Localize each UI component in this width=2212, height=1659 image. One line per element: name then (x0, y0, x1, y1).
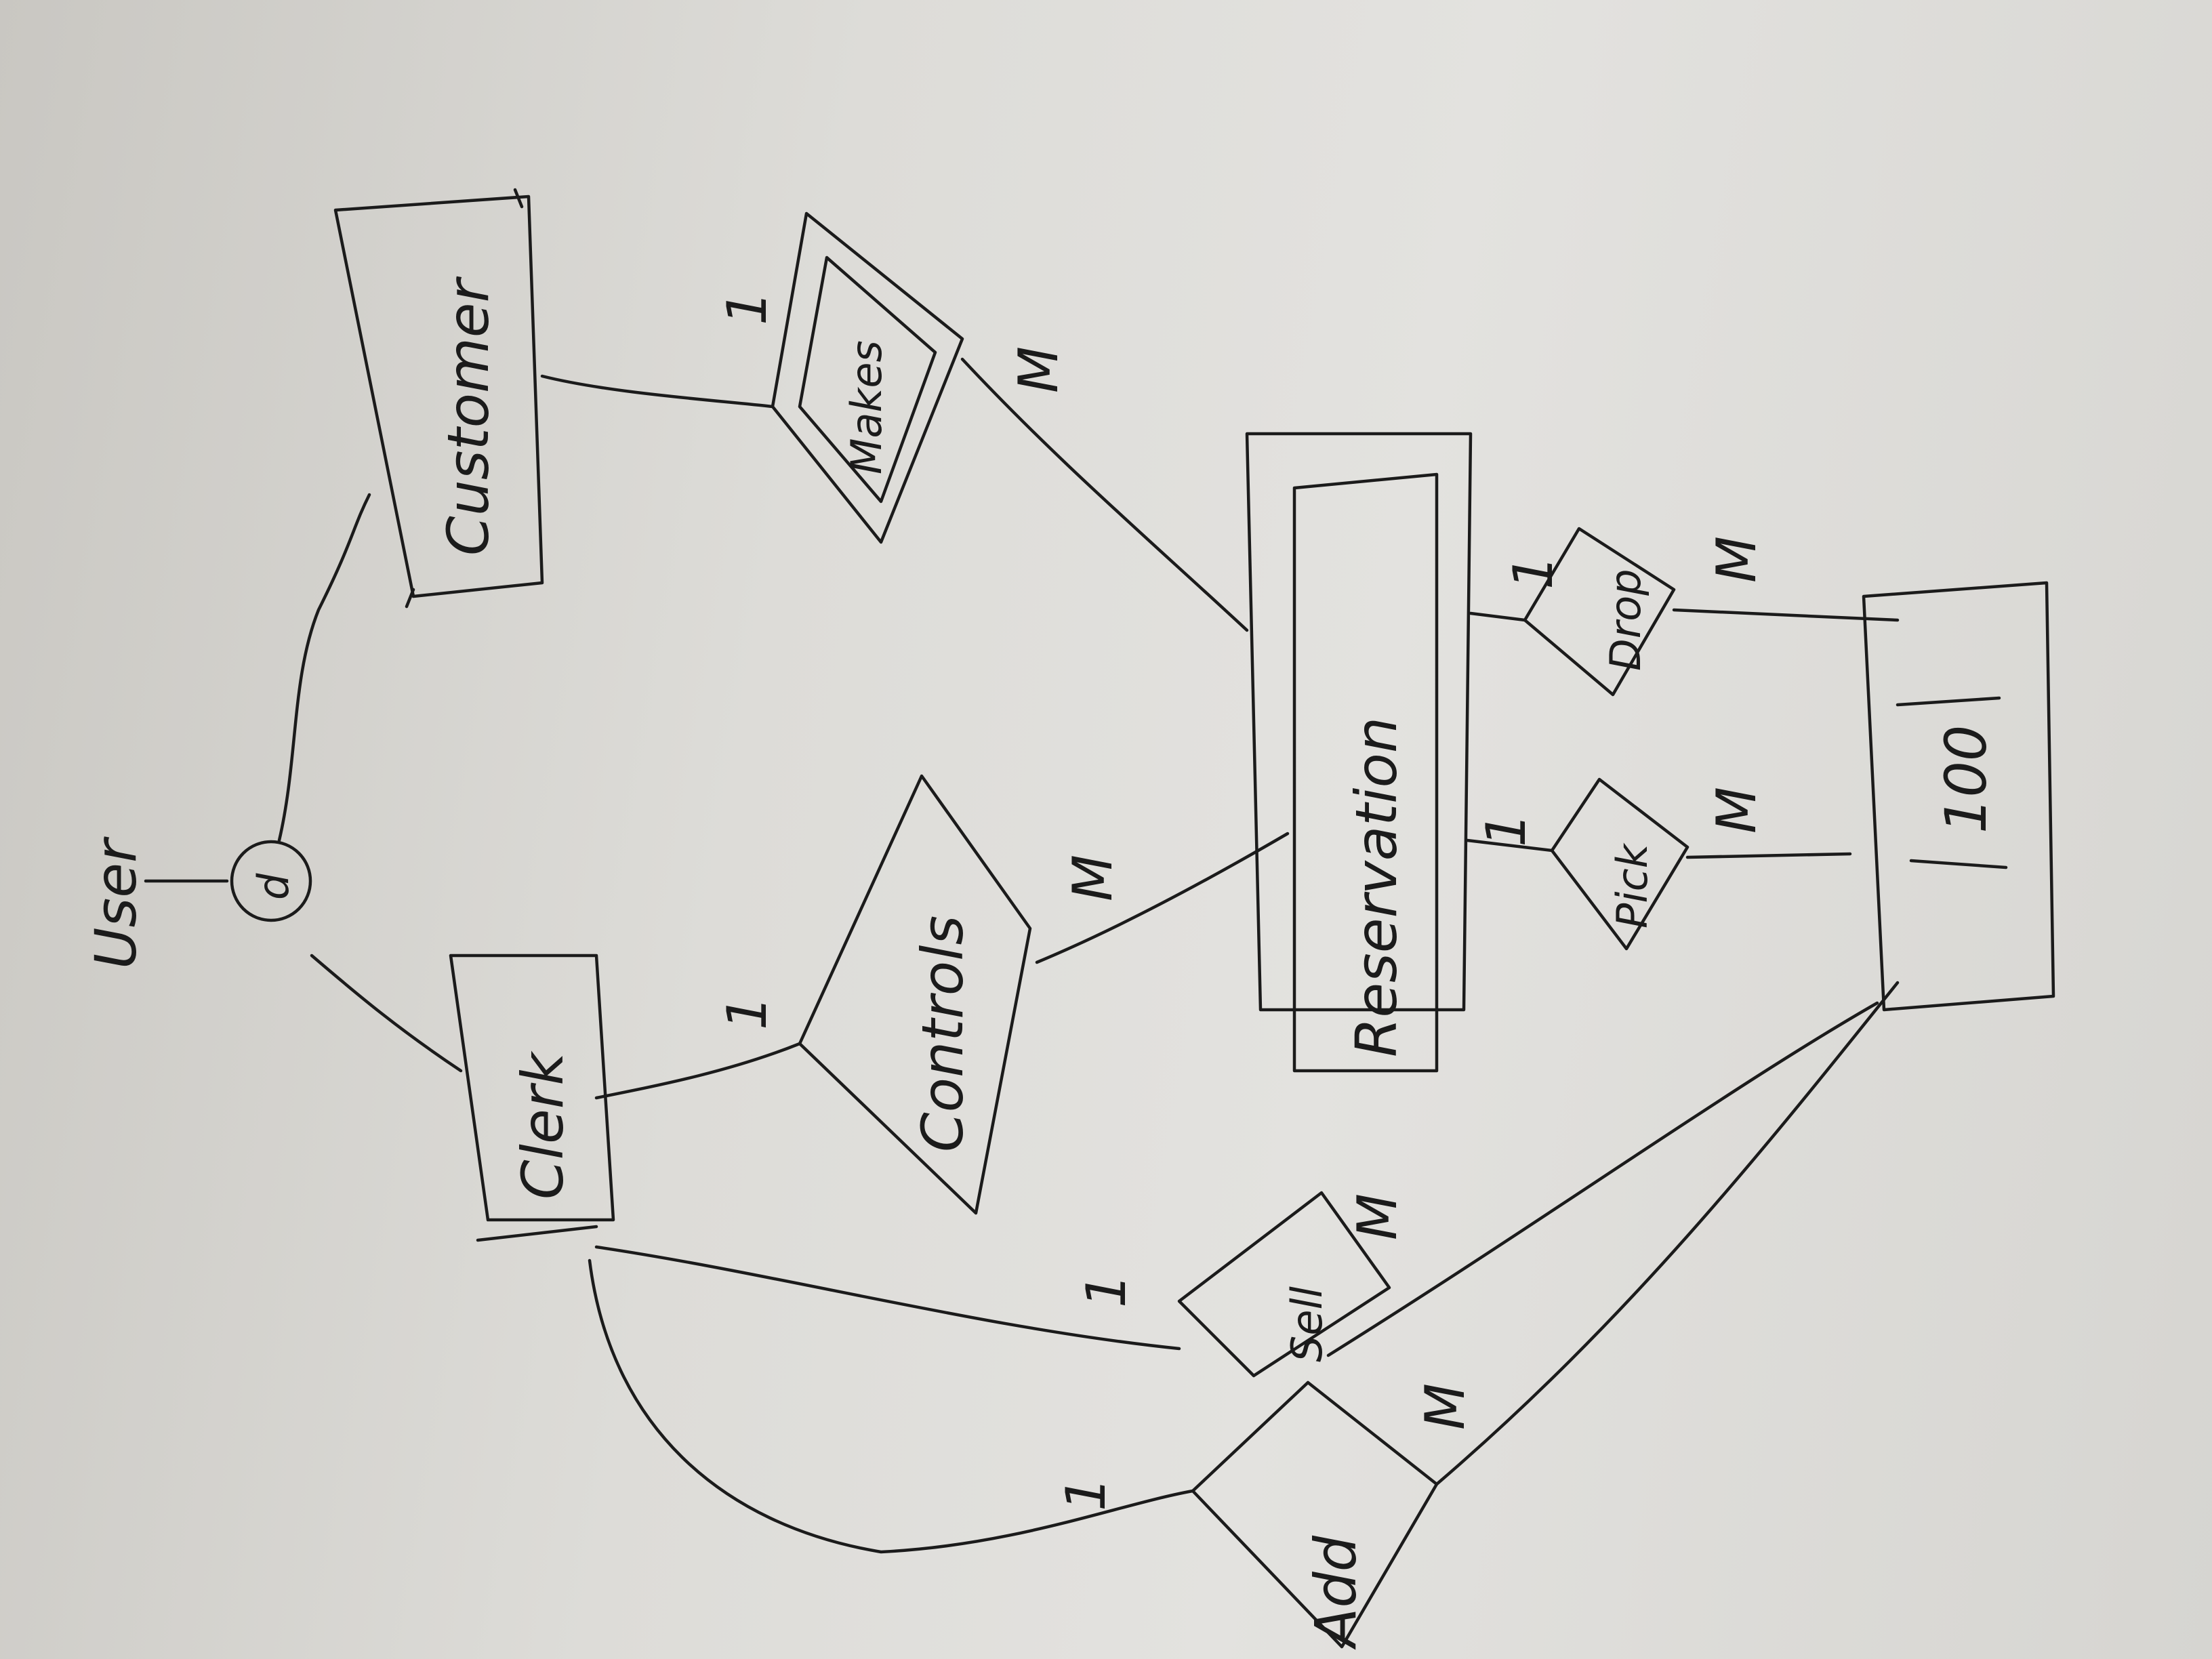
line-pick-rooms (1685, 852, 1852, 859)
relationship-pick-label: Pick (1607, 842, 1657, 928)
user-supertype: User (83, 836, 229, 969)
line-reservation-pick (1465, 838, 1554, 853)
card-pick-reservation: 1 (1475, 813, 1538, 847)
entity-customer: Customer (333, 188, 544, 609)
relationship-sell-label: Sell (1282, 1286, 1332, 1362)
line-controls-reservation (1035, 832, 1290, 964)
relationship-drop-label: Drop (1601, 569, 1650, 671)
entity-customer-label: Customer (435, 276, 501, 556)
card-makes-customer: 1 (716, 291, 779, 325)
card-drop-rooms: M (1705, 536, 1768, 583)
relationship-drop: Drop 1 M (1469, 527, 1900, 697)
relationship-sell: Sell 1 M (594, 1001, 1879, 1378)
card-controls-clerk: 1 (716, 996, 779, 1030)
card-add-rooms: M (1414, 1383, 1477, 1430)
entity-rooms: 100 (1862, 581, 2055, 1012)
relationship-makes-label: Makes (842, 340, 891, 474)
relationship-makes: Makes 1 M (540, 211, 1249, 632)
card-controls-reservation: M (1061, 855, 1124, 901)
line-clerk-add (588, 1258, 1195, 1554)
card-add-clerk: 1 (1054, 1477, 1118, 1511)
card-makes-reservation: M (1007, 346, 1070, 393)
specialization-line-clerk (310, 954, 463, 1073)
specialization-line-customer (277, 493, 371, 842)
relationship-add-label: Add (1303, 1535, 1369, 1650)
disjoint-symbol: d (249, 873, 298, 900)
entity-reservation: Reservation (1245, 432, 1473, 1073)
disjoint-circle: d (230, 493, 463, 1073)
line-sell-rooms (1326, 1001, 1879, 1357)
entity-clerk-label: Clerk (510, 1050, 576, 1200)
card-sell-rooms: M (1346, 1193, 1409, 1240)
entity-rooms-label: 100 (1933, 725, 1999, 834)
line-customer-makes (540, 374, 775, 409)
user-label: User (83, 836, 149, 969)
relationship-controls: Controls 1 M (594, 774, 1290, 1215)
entity-clerk: Clerk (449, 954, 615, 1242)
card-pick-rooms: M (1705, 787, 1768, 834)
line-add-rooms (1435, 981, 1900, 1486)
line-clerk-controls (594, 1042, 802, 1100)
line-drop-rooms (1672, 608, 1900, 622)
line-reservation-drop (1469, 611, 1527, 622)
card-sell-clerk: 1 (1075, 1273, 1138, 1308)
line-makes-reservation (960, 357, 1249, 632)
card-drop-reservation: 1 (1502, 555, 1565, 590)
relationship-add: Add 1 M (588, 981, 1900, 1650)
line-clerk-sell (594, 1245, 1181, 1351)
relationship-controls-label: Controls (909, 916, 976, 1152)
relationship-pick: Pick 1 M (1465, 777, 1852, 951)
entity-reservation-label: Reservation (1343, 717, 1410, 1057)
